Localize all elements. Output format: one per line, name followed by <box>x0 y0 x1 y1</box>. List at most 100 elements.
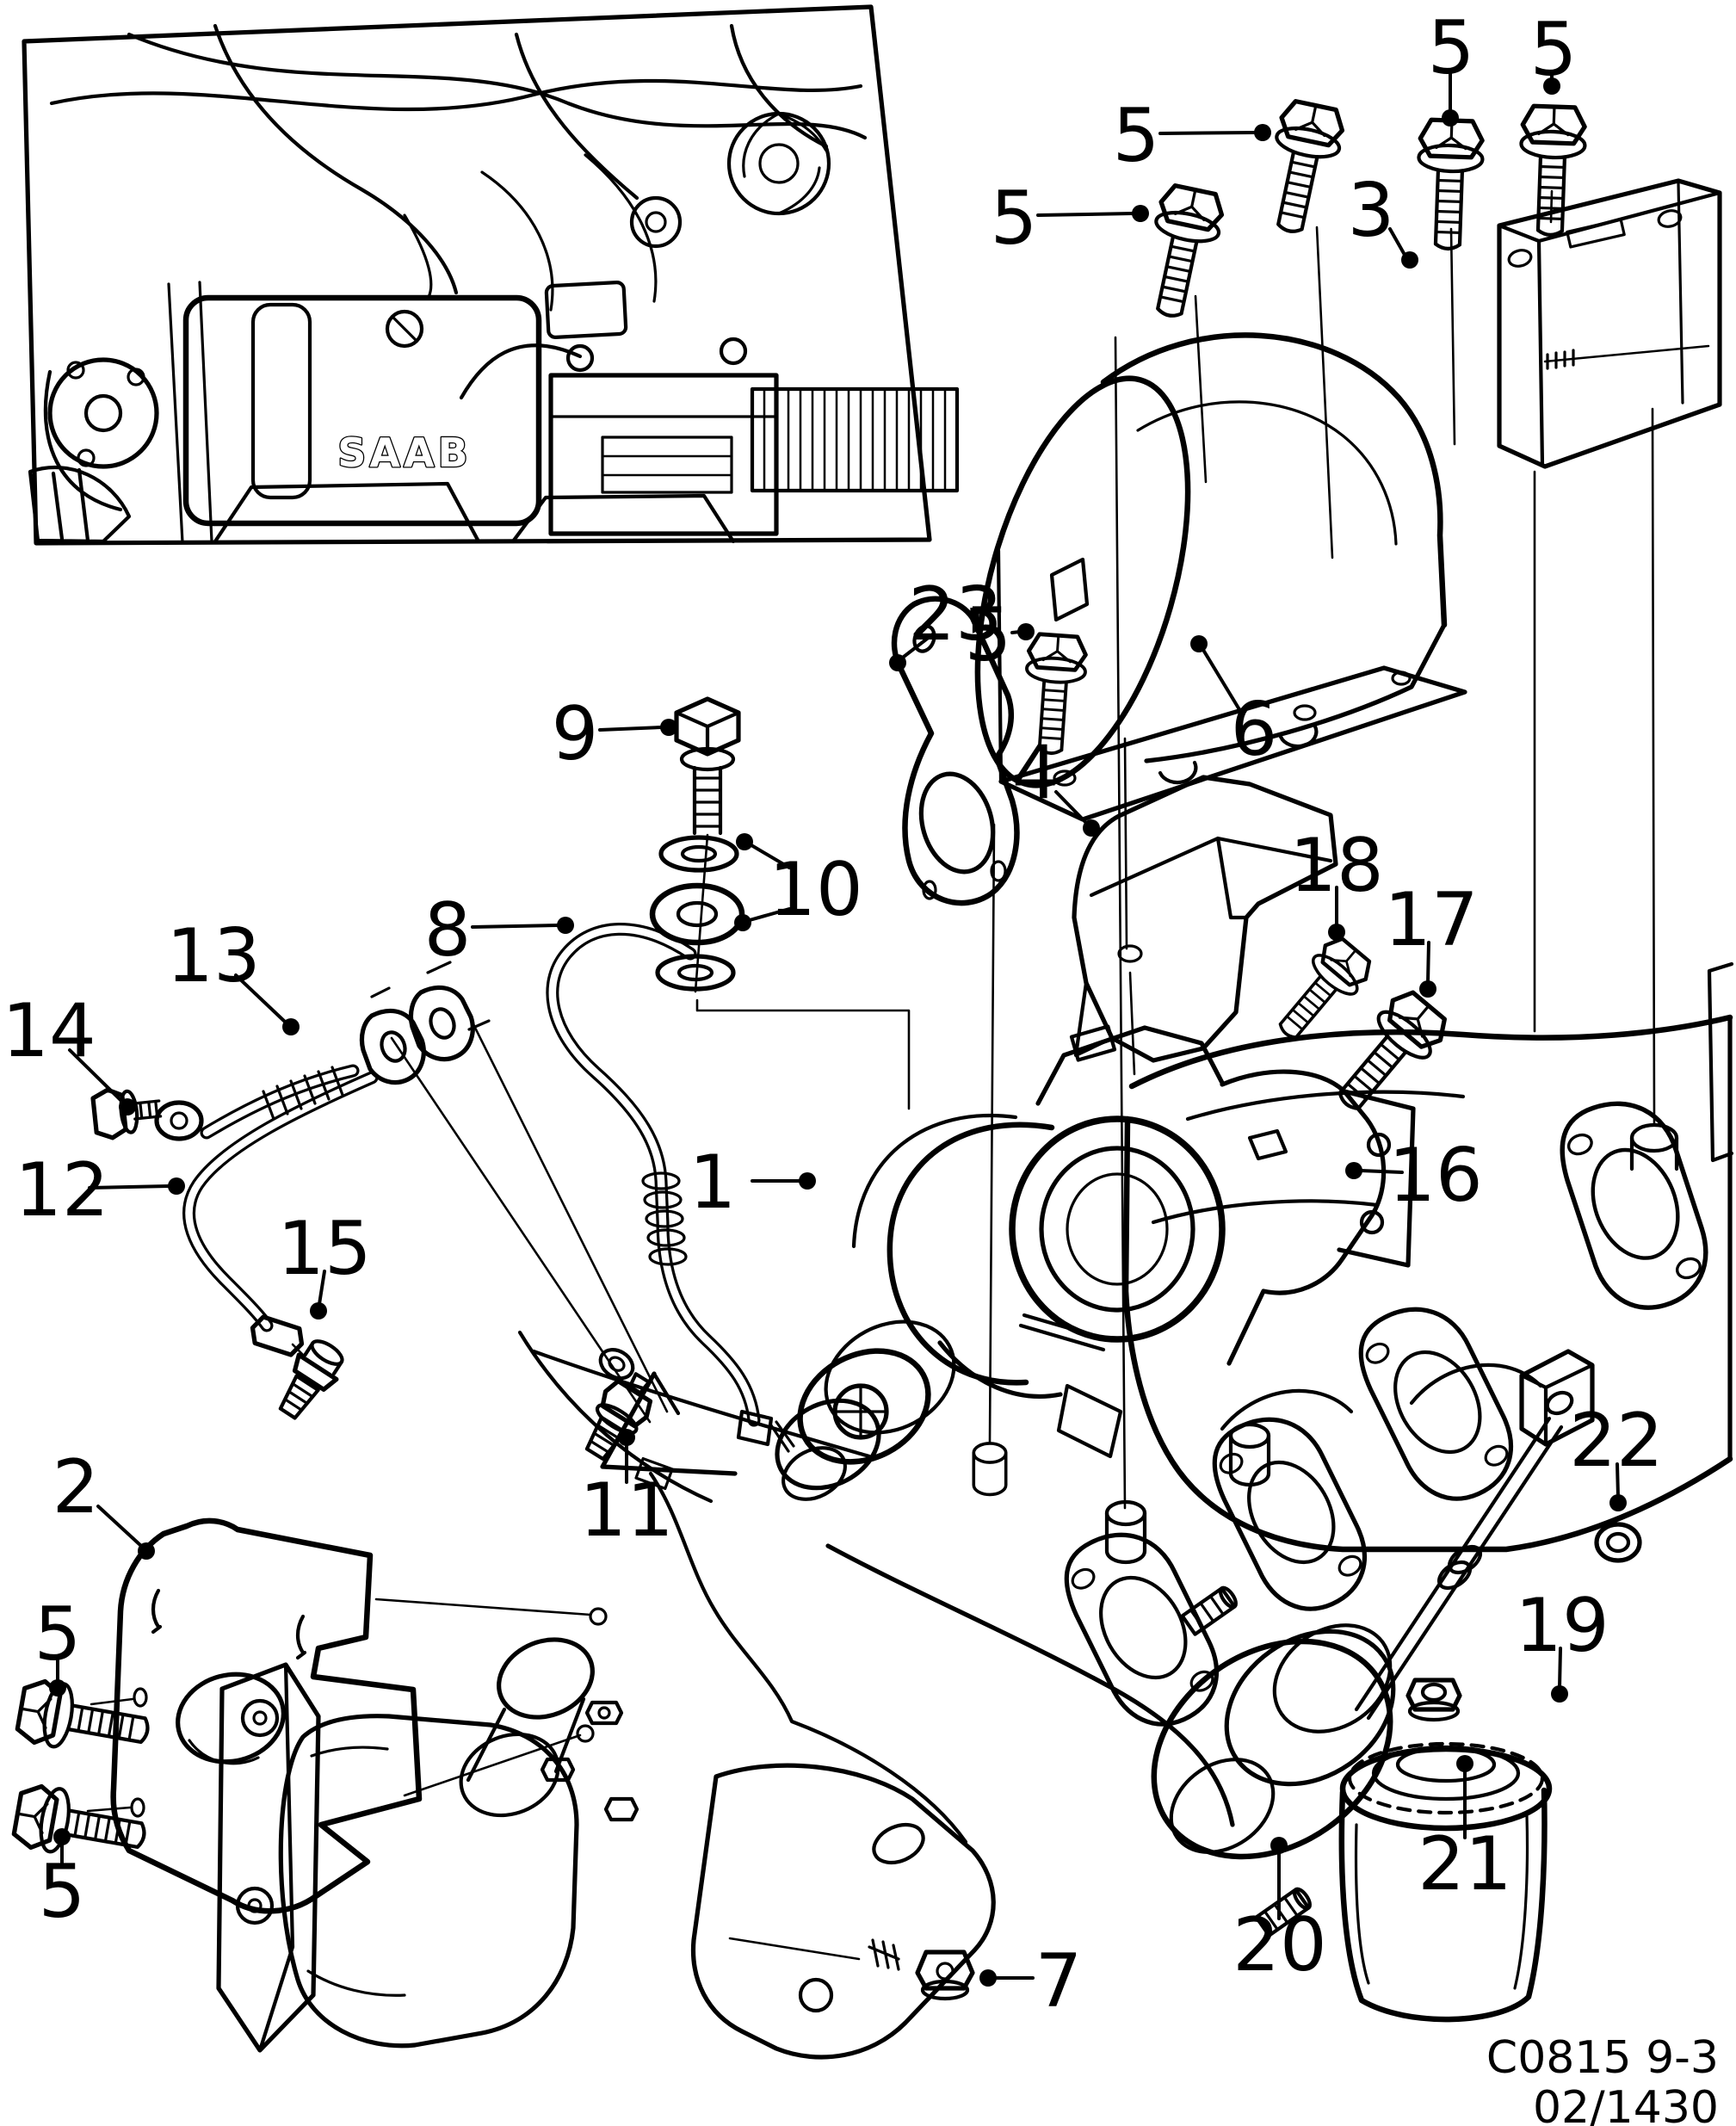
callout-12: 12 <box>15 1147 108 1233</box>
callout-13: 13 <box>166 913 260 999</box>
leader-dot <box>1543 77 1560 95</box>
flange-bolt <box>1138 183 1226 322</box>
mounting-bracket <box>1497 178 1722 469</box>
heat-shield-bracket <box>1072 775 1338 1063</box>
flange-nut <box>915 1950 975 2001</box>
leader-line <box>1426 941 1430 985</box>
fan-pulley <box>726 111 831 216</box>
leader-dot <box>1551 1685 1568 1703</box>
wastegate-actuator <box>1151 1349 1595 1938</box>
callout-14: 14 <box>2 988 96 1074</box>
callout-5: 5 <box>965 592 1012 678</box>
heat-shield-lower <box>86 1517 423 1914</box>
leader-line <box>68 1048 123 1103</box>
projection-lines <box>374 189 1656 1961</box>
leader-line <box>96 1505 143 1548</box>
banjo-bolt-and-washers <box>649 696 745 993</box>
manifold-flange <box>1541 1085 1729 1324</box>
saab-logo-text: SAAB <box>337 430 471 476</box>
leader-line <box>902 632 936 658</box>
callout-19: 19 <box>1515 1583 1609 1669</box>
callout-21: 21 <box>1418 1821 1511 1907</box>
heat-shield-upper <box>974 332 1467 822</box>
callout-22: 22 <box>1569 1398 1663 1484</box>
leader-dot <box>1083 819 1100 837</box>
callout-8: 8 <box>424 887 472 973</box>
leader-dot <box>1345 1162 1362 1179</box>
leader-dot <box>618 1429 635 1446</box>
callout-4: 4 <box>1012 730 1060 816</box>
flange-bolt <box>1258 99 1347 238</box>
leader-dot <box>557 917 574 934</box>
flange-bolt <box>15 1678 153 1763</box>
oil-pressure-sensor <box>584 1348 653 1462</box>
leader-line <box>1359 1169 1404 1174</box>
callout-3: 3 <box>1348 168 1395 254</box>
leader-dot <box>1328 924 1345 941</box>
leader-line <box>471 924 559 929</box>
leader-line <box>1054 790 1088 825</box>
leader-dot <box>660 719 677 736</box>
leader-dot <box>1017 623 1035 640</box>
callout-5: 5 <box>1530 7 1578 93</box>
leader-dot <box>1456 1755 1473 1772</box>
revision-code: 02/1430 <box>1533 2082 1719 2126</box>
manifold-stud <box>972 1442 1008 1497</box>
pipe-fitting <box>278 1339 344 1420</box>
lock-nut <box>1405 1678 1462 1722</box>
leader-line <box>1202 648 1242 713</box>
leader-dot <box>1419 980 1436 998</box>
callout-6: 6 <box>1231 687 1278 773</box>
callout-5: 5 <box>39 1849 86 1935</box>
leader-dot <box>1609 1494 1627 1511</box>
leader-dot <box>1270 1837 1288 1854</box>
leader-line <box>234 973 287 1023</box>
strut-tower <box>43 357 159 512</box>
manifold-stud <box>1107 1502 1145 1562</box>
callout-15: 15 <box>277 1206 371 1292</box>
leader-dot <box>736 833 753 850</box>
engine-cover: SAAB <box>182 294 542 527</box>
leader-dot <box>1254 124 1271 141</box>
battery <box>459 337 779 536</box>
callout-7: 7 <box>1035 1938 1083 2024</box>
leader-dot <box>1401 251 1418 269</box>
leader-line <box>748 907 791 922</box>
callout-17: 17 <box>1384 877 1478 963</box>
leader-dot <box>53 1828 71 1845</box>
leader-line <box>318 1270 326 1306</box>
callout-23: 23 <box>908 572 1002 658</box>
callout-18: 18 <box>1289 823 1383 909</box>
drawing-code: C0815 9-3 <box>1486 2032 1719 2084</box>
leader-dot <box>979 1969 997 1987</box>
washer <box>1594 1522 1642 1563</box>
leader-dot <box>1132 205 1149 222</box>
leader-dot <box>310 1302 327 1319</box>
leader-dot <box>49 1679 66 1696</box>
callout-11: 11 <box>579 1468 673 1554</box>
leader-line <box>750 844 791 869</box>
leader-line <box>88 1184 170 1190</box>
leader-dot <box>889 654 906 671</box>
callout-10: 10 <box>769 847 862 933</box>
callout-16: 16 <box>1388 1133 1482 1219</box>
leader-dot <box>1190 635 1208 652</box>
inset-border <box>22 4 932 546</box>
turbocharger <box>775 1024 1416 1501</box>
callout-2: 2 <box>53 1444 100 1530</box>
leader-dot <box>168 1177 185 1195</box>
engine-bay-inset: SAAB <box>22 4 960 546</box>
leader-line <box>598 726 663 732</box>
coolant-pipe <box>90 961 491 1420</box>
callout-5: 5 <box>991 176 1038 262</box>
starter-motor <box>216 1330 1235 2060</box>
flange-bolt <box>1416 120 1484 250</box>
leader-dot <box>119 1098 136 1116</box>
callout-1: 1 <box>689 1140 737 1226</box>
leader-line <box>1616 1462 1620 1499</box>
oil-supply-pipe <box>546 923 795 1476</box>
leader-dot <box>734 914 751 931</box>
pressure-canister <box>1338 1741 1553 2023</box>
